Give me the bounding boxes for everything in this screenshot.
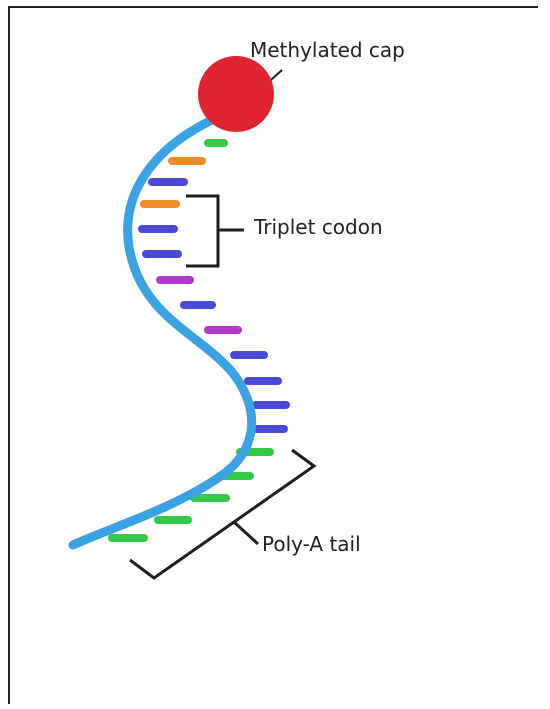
poly-a-tail-label: Poly-A tail <box>262 534 361 554</box>
triplet-codon-label: Triplet codon <box>254 217 383 237</box>
methylated-cap <box>198 56 274 132</box>
methylated-cap-label: Methylated cap <box>250 40 405 60</box>
codon-bracket <box>186 196 244 266</box>
